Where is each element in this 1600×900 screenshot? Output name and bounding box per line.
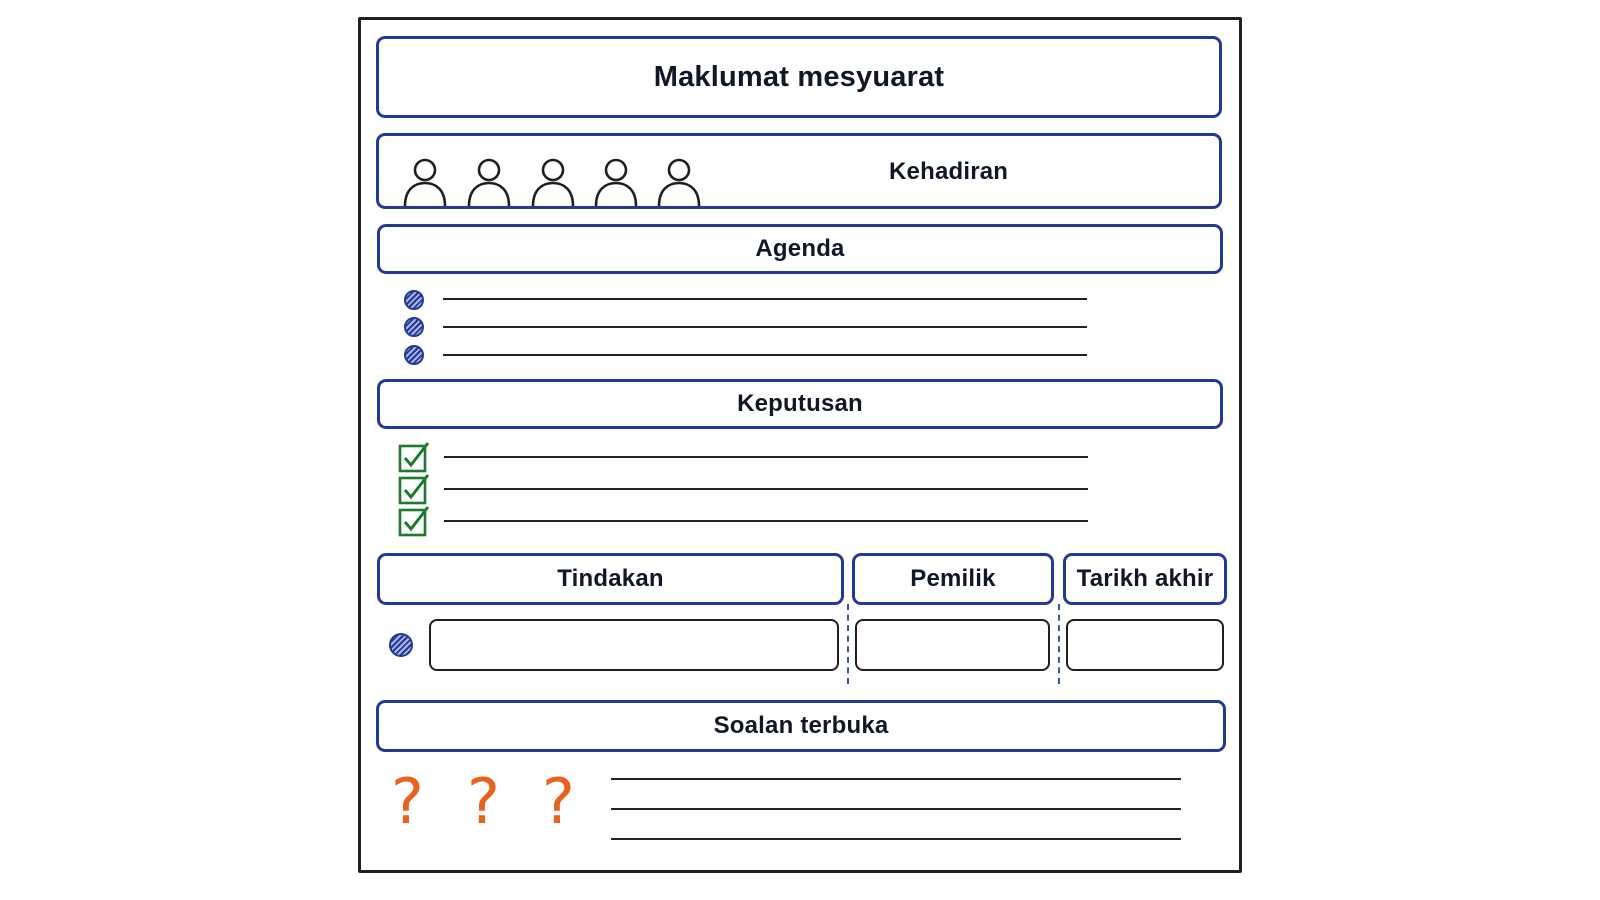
decisions-header: Keputusan <box>377 379 1223 429</box>
agenda-bullet <box>404 317 424 337</box>
agenda-line <box>443 298 1087 300</box>
owner-column-header: Pemilik <box>852 553 1054 605</box>
agenda-header: Agenda <box>377 224 1223 274</box>
person-icon <box>594 158 638 207</box>
decisions-label: Keputusan <box>737 390 863 417</box>
owner-input[interactable] <box>855 619 1050 671</box>
agenda-label: Agenda <box>755 235 845 262</box>
owner-label: Pemilik <box>910 565 996 592</box>
question-line <box>611 838 1181 840</box>
person-icon <box>531 158 575 207</box>
decision-line <box>444 520 1088 522</box>
checkbox-checked-icon <box>398 474 430 505</box>
agenda-line <box>443 326 1087 328</box>
question-mark-icon: ? <box>542 765 575 838</box>
checkbox-checked-icon <box>398 506 430 537</box>
deadline-input[interactable] <box>1066 619 1224 671</box>
agenda-line <box>443 354 1087 356</box>
question-mark-icon: ? <box>467 765 500 838</box>
actions-column-header: Tindakan <box>377 553 844 605</box>
question-line <box>611 808 1181 810</box>
attendance-label: Kehadiran <box>889 158 1009 185</box>
attendance-header: Kehadiran <box>376 133 1222 209</box>
deadline-column-header: Tarikh akhir <box>1063 553 1227 605</box>
decision-line <box>444 456 1088 458</box>
open-questions-header: Soalan terbuka <box>376 700 1226 752</box>
person-icon <box>657 158 701 207</box>
decision-line <box>444 488 1088 490</box>
person-icon <box>467 158 511 207</box>
open-questions-label: Soalan terbuka <box>713 712 889 739</box>
person-icon <box>403 158 447 207</box>
deadline-label: Tarikh akhir <box>1076 565 1214 592</box>
page-title: Maklumat mesyuarat <box>653 60 945 93</box>
question-mark-icon: ? <box>391 765 424 838</box>
column-divider <box>1058 604 1060 684</box>
checkbox-checked-icon <box>398 442 430 473</box>
actions-label: Tindakan <box>557 565 664 592</box>
agenda-bullet <box>404 290 424 310</box>
action-input[interactable] <box>429 619 839 671</box>
action-bullet <box>389 633 413 657</box>
question-line <box>611 778 1181 780</box>
title-header: Maklumat mesyuarat <box>376 36 1222 118</box>
agenda-bullet <box>404 345 424 365</box>
column-divider <box>847 604 849 684</box>
